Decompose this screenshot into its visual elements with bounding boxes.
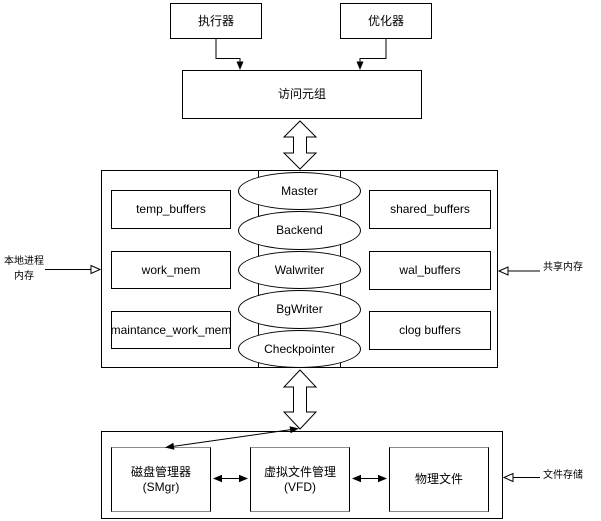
file-storage-pointer <box>502 472 540 483</box>
master-process-ellipse: Master <box>238 172 361 210</box>
temp-buffers-label: temp_buffers <box>136 202 206 216</box>
virtual-file-label: 虚拟文件管理 <box>263 464 336 479</box>
virtual-file-abbrev: (VFD) <box>284 479 316 494</box>
physical-files-label: 物理文件 <box>414 472 463 486</box>
bgwriter-process-ellipse: BgWriter <box>238 290 361 329</box>
executor-to-tuple-arrow <box>215 39 244 70</box>
master-label: Master <box>281 183 318 198</box>
shared-memory-pointer <box>497 266 540 276</box>
work-mem-box: work_mem <box>111 251 231 289</box>
tuple-access-box: 访问元组 <box>182 70 422 119</box>
tuple-access-label: 访问元组 <box>277 87 326 101</box>
virtual-file-box: 虚拟文件管理 (VFD) <box>250 447 350 512</box>
clog-buffers-label: clog buffers <box>399 323 461 337</box>
checkpointer-process-ellipse: Checkpointer <box>238 330 361 368</box>
shared-buffers-label: shared_buffers <box>390 202 470 216</box>
tuple-memory-double-arrow <box>282 120 318 170</box>
local-process-memory-label: 本地进程 内存 <box>4 256 44 282</box>
local-memory-pointer <box>45 264 102 275</box>
optimizer-label: 优化器 <box>367 13 404 28</box>
disk-manager-label: 磁盘管理器 <box>130 464 191 479</box>
maintance-work-mem-box: maintance_work_mem <box>111 311 231 349</box>
shared-memory-label: 共享内存 <box>543 262 583 273</box>
walwriter-label: Walwriter <box>274 262 325 277</box>
disk-manager-abbrev: (SMgr) <box>142 479 180 494</box>
file-storage-label: 文件存储 <box>543 470 583 481</box>
temp-buffers-box: temp_buffers <box>111 190 231 229</box>
work-mem-label: work_mem <box>141 262 201 277</box>
disk-manager-box: 磁盘管理器 (SMgr) <box>111 447 211 512</box>
physical-files-box: 物理文件 <box>389 447 489 512</box>
optimizer-to-tuple-arrow <box>356 39 387 70</box>
optimizer-box: 优化器 <box>340 3 432 39</box>
walwriter-process-ellipse: Walwriter <box>238 251 361 289</box>
shared-buffers-box: shared_buffers <box>369 190 491 229</box>
bgwriter-label: BgWriter <box>276 302 323 316</box>
maintance-work-mem-label: maintance_work_mem <box>110 322 232 337</box>
backend-label: Backend <box>276 223 323 237</box>
wal-buffers-box: wal_buffers <box>369 251 491 290</box>
checkpointer-label: Checkpointer <box>264 341 335 356</box>
wal-buffers-label: wal_buffers <box>399 263 461 277</box>
memory-storage-double-arrow <box>282 369 318 430</box>
executor-label: 执行器 <box>197 13 234 28</box>
backend-process-ellipse: Backend <box>238 211 361 250</box>
executor-box: 执行器 <box>170 3 262 39</box>
clog-buffers-box: clog buffers <box>369 311 491 350</box>
